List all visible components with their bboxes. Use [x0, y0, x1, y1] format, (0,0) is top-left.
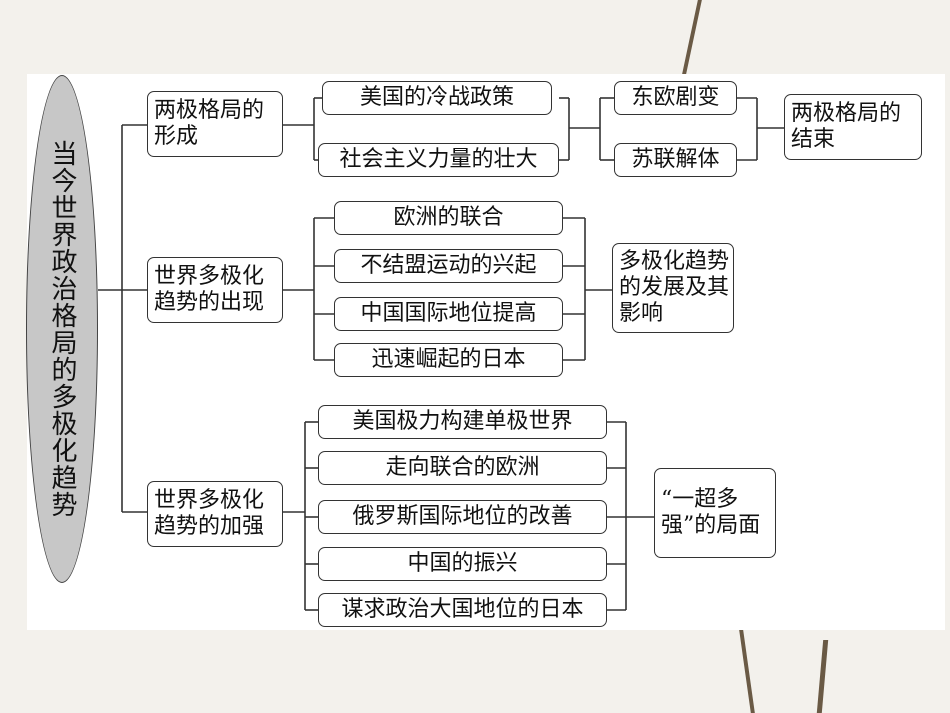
node-label: 多极化趋势的发展及其影响	[619, 249, 730, 326]
branch-decoration	[816, 640, 829, 713]
node-china-revival: 中国的振兴	[318, 547, 607, 581]
node-us-unipolar: 美国极力构建单极世界	[318, 405, 607, 439]
node-non-aligned-movement: 不结盟运动的兴起	[334, 249, 563, 283]
node-european-union: 欧洲的联合	[334, 201, 563, 235]
node-china-status-rise: 中国国际地位提高	[334, 297, 563, 331]
node-label: 美国的冷战政策	[359, 85, 514, 110]
node-label: “一超多强”的局面	[661, 487, 761, 538]
branch-decoration	[682, 0, 702, 74]
node-japan-power-status: 谋求政治大国地位的日本	[318, 593, 607, 627]
node-russia-status: 俄罗斯国际地位的改善	[318, 500, 607, 534]
node-label: 不结盟运动的兴起	[360, 253, 537, 278]
node-label: 两极格局的结束	[791, 101, 902, 152]
node-label: 迅速崛起的日本	[371, 347, 526, 372]
node-multipolar-emergence-label: 世界多极化趋势的出现	[154, 264, 265, 315]
root-topic-label: 当今世界政治格局的多极化趋势	[47, 140, 77, 518]
node-label: 东欧剧变	[631, 85, 720, 110]
node-label: 中国国际地位提高	[360, 301, 537, 326]
node-label: 美国极力构建单极世界	[352, 409, 573, 434]
node-label: 俄罗斯国际地位的改善	[352, 504, 573, 529]
node-bipolar-formation: 两极格局的形成	[147, 91, 283, 157]
node-us-cold-war-policy: 美国的冷战政策	[322, 81, 552, 115]
node-multipolar-emergence: 世界多极化趋势的出现	[147, 257, 283, 323]
node-socialist-strength: 社会主义力量的壮大	[318, 143, 559, 177]
node-label: 欧洲的联合	[393, 205, 504, 230]
node-bipolar-end: 两极格局的结束	[784, 94, 922, 160]
node-label: 社会主义力量的壮大	[339, 147, 538, 172]
branch-decoration	[739, 630, 755, 713]
node-multipolar-strengthening-label: 世界多极化趋势的加强	[154, 488, 265, 539]
node-label: 中国的振兴	[407, 551, 518, 576]
node-japan-rise: 迅速崛起的日本	[334, 343, 563, 377]
node-bipolar-formation-label: 两极格局的形成	[154, 98, 265, 149]
node-soviet-dissolution: 苏联解体	[614, 143, 737, 177]
root-topic: 当今世界政治格局的多极化趋势	[26, 75, 98, 583]
node-uniting-europe: 走向联合的欧洲	[318, 451, 607, 485]
node-label: 苏联解体	[631, 147, 720, 172]
node-label: 谋求政治大国地位的日本	[341, 597, 584, 622]
node-one-superpower-many-powers: “一超多强”的局面	[654, 468, 776, 558]
node-multipolar-strengthening: 世界多极化趋势的加强	[147, 481, 283, 547]
node-eastern-europe-upheaval: 东欧剧变	[614, 81, 737, 115]
node-multipolar-development: 多极化趋势的发展及其影响	[612, 243, 734, 333]
node-label: 走向联合的欧洲	[385, 455, 540, 480]
